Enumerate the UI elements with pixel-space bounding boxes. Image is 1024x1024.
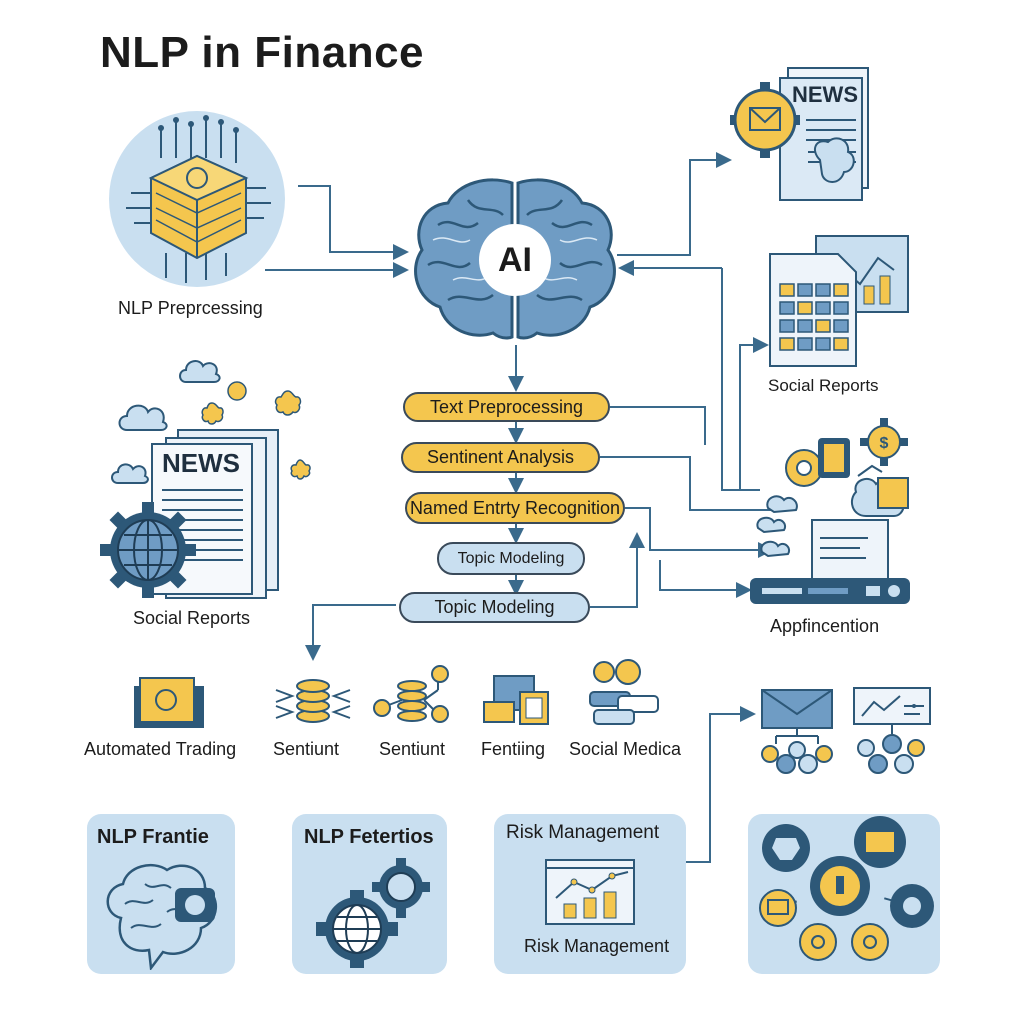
brain-outline-icon (101, 858, 227, 972)
cloud-icon (110, 458, 150, 486)
globe-gear-icon (98, 500, 198, 600)
left-social-reports-label: Social Reports (133, 608, 251, 628)
panel-risk-title: Risk Management (506, 822, 660, 843)
panel-network (748, 814, 940, 974)
flower-icon (226, 380, 248, 402)
cloud-icon (178, 352, 222, 386)
gears-globe-icon (310, 856, 434, 968)
chip-icon (106, 108, 288, 290)
pipeline-step-topic-modeling-2[interactable]: Topic Modeling (399, 592, 590, 623)
svg-text:$: $ (880, 435, 889, 452)
analytics-team-icon (852, 686, 934, 778)
page-title: NLP in Finance (100, 28, 425, 77)
email-team-icon (756, 688, 838, 778)
ai-label: AI (498, 241, 532, 279)
pipeline-step-topic-modeling[interactable]: Topic Modeling (437, 542, 585, 575)
trading-folder-icon (130, 672, 210, 732)
app-sentiment-1: Sentiunt (273, 739, 340, 759)
monitor-icon (482, 672, 550, 728)
pipeline-step-sentiment-analysis[interactable]: Sentinent Analysis (401, 442, 600, 473)
preprocessing-label: NLP Preprcessing (118, 298, 263, 318)
flower-icon (288, 458, 312, 482)
pipeline-step-text-preprocessing[interactable]: Text Preprocessing (403, 392, 610, 422)
newspaper-icon: NEWS (728, 60, 878, 208)
app-sentiment-2: Sentiunt (379, 739, 446, 759)
social-media-icon (584, 656, 662, 730)
coin-stack-icon (272, 672, 354, 730)
app-fentiing: Fentiing (481, 739, 546, 759)
risk-chart-icon (544, 858, 636, 926)
brain-icon: AI (408, 175, 622, 347)
flower-icon (272, 388, 304, 420)
app-automated-trading: Automated Trading (84, 739, 237, 759)
panel-risk-caption: Risk Management (524, 936, 670, 956)
panel-frontier-title: NLP Frantie (97, 826, 209, 848)
panel-risk-management: Risk Management Risk Management (494, 814, 686, 974)
right-news-heading: NEWS (792, 82, 858, 107)
report-chart-icon (768, 234, 910, 370)
network-hub-icon (748, 802, 940, 974)
flower-icon (198, 400, 226, 428)
news-heading: NEWS (162, 448, 240, 478)
panel-nlp-frontier: NLP Frantie (87, 814, 235, 974)
panel-nlp-features: NLP Fetertios (292, 814, 447, 974)
application-cluster-icon: $ (748, 412, 920, 608)
cloud-icon (117, 398, 169, 434)
coin-network-icon (372, 660, 454, 730)
pipeline-step-named-entity-recognition[interactable]: Named Entrty Recognition (405, 492, 625, 524)
app-social-media: Social Medica (569, 739, 682, 759)
panel-features-title: NLP Fetertios (304, 826, 434, 848)
application-label: Appfincention (770, 616, 880, 636)
right-social-reports-label: Social Reports (768, 376, 879, 395)
